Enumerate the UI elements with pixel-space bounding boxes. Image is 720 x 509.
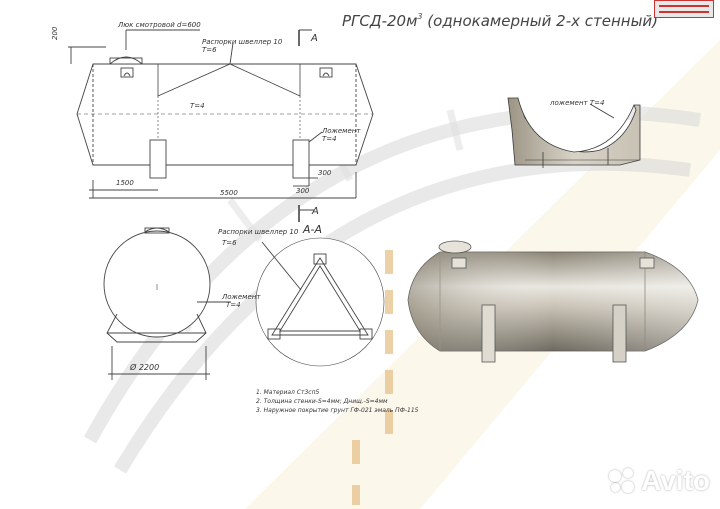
strut-label: Распорки швеллер 10	[202, 38, 283, 46]
manhole-label: Люк смотровой d=600	[118, 21, 201, 29]
dim-300-horizontal: 300	[296, 187, 310, 195]
cradle-3d	[507, 97, 641, 168]
avito-watermark: Avito	[609, 465, 710, 497]
end-view	[103, 227, 231, 380]
section-a-a-title: A-A	[303, 223, 323, 236]
avito-logo-icon	[609, 468, 635, 494]
strut-thickness-section: T=6	[222, 239, 237, 247]
note-1: 1. Материал Ст3сп5	[256, 389, 320, 396]
dim-300-vertical: 300	[318, 169, 332, 177]
corner-stamp	[654, 0, 714, 18]
note-2: 2. Толщина стенки-S=4мм; Днищ.-S=4мм	[256, 398, 388, 405]
dim-200: 200	[51, 26, 59, 40]
dim-1500: 1500	[116, 179, 134, 187]
saddle-label-end: Ложемент	[222, 293, 261, 301]
section-mark-a-top: A	[311, 33, 318, 44]
strut-thickness-label: T=6	[202, 46, 217, 54]
dim-5500: 5500	[220, 189, 238, 197]
saddle-thickness-end: T=4	[226, 301, 241, 309]
drawing-title: РГСД-20м3 (однокамерный 2-х стенный)	[342, 12, 659, 30]
side-elevation	[68, 29, 374, 222]
avito-brand-text: Avito	[641, 465, 710, 496]
section-mark-a-bottom: A	[312, 206, 319, 217]
strut-label-section: Распорки швеллер 10	[218, 228, 299, 236]
saddle-label: Ложемент	[322, 127, 361, 135]
cradle-label: ложемент T=4	[550, 99, 605, 107]
dim-diameter: Ø 2200	[130, 363, 160, 372]
saddle-thickness-label: T=4	[322, 135, 337, 143]
wall-thickness-label: T=4	[190, 102, 205, 110]
tank-3d	[407, 240, 699, 363]
note-3: 3. Наружное покрытие грунт ГФ-021 эмаль …	[256, 407, 419, 414]
section-a-a	[255, 237, 385, 367]
